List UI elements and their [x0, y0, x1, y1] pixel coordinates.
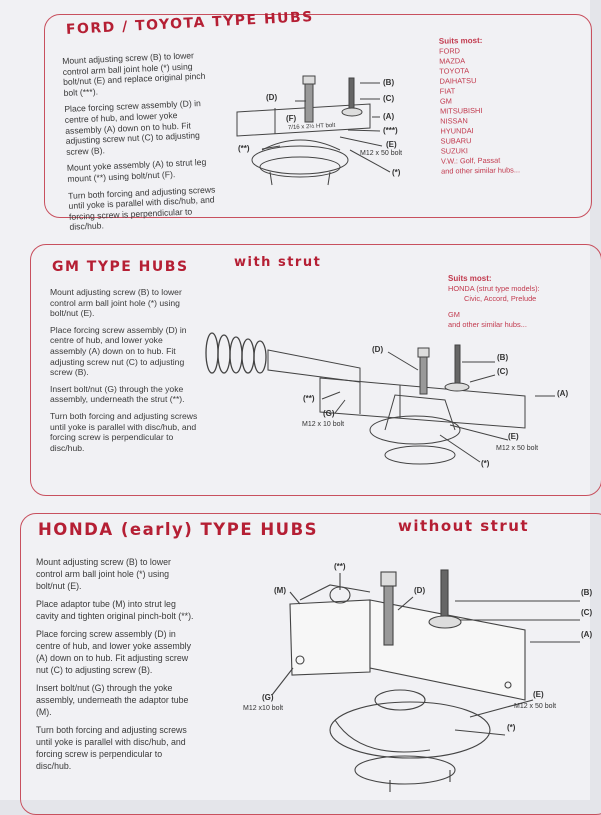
- label-g: (G): [262, 693, 274, 702]
- label-b: (B): [581, 588, 593, 597]
- label-g-bolt: M12 x10 bolt: [243, 705, 284, 712]
- label-star: (*): [481, 459, 490, 468]
- ford-toyota-panel: [44, 14, 592, 218]
- label-star: (*): [392, 168, 401, 177]
- label-c: (C): [497, 367, 509, 376]
- step: Turn both forcing and adjusting screws u…: [67, 183, 216, 233]
- label-d: (D): [414, 586, 426, 595]
- step: Place forcing screw assembly (D) in cent…: [50, 324, 187, 378]
- label-a: (A): [581, 630, 593, 639]
- suits-list: Suits most: HONDA (strut type models): C…: [448, 274, 540, 329]
- step: Place forcing screw assembly (D) in cent…: [36, 629, 192, 675]
- section-subtitle: without strut: [398, 517, 530, 535]
- step: Mount adjusting screw (B) to lower contr…: [36, 557, 171, 591]
- instructions: Mount adjusting screw (B) to lower contr…: [36, 556, 196, 778]
- label-f: (F): [286, 114, 297, 123]
- label-e-bolt: M12 x 50 bolt: [514, 703, 557, 710]
- label-a: (A): [383, 112, 395, 121]
- label-e-bolt: M12 x 50 bolt: [496, 445, 539, 452]
- instructions: Mount adjusting screw (B) to lower contr…: [62, 49, 220, 238]
- label-double-star: (**): [334, 562, 346, 571]
- step: Insert bolt/nut (G) through the yoke ass…: [50, 383, 185, 405]
- step: Mount adjusting screw (B) to lower contr…: [62, 50, 206, 98]
- step: Turn both forcing and adjusting screws u…: [36, 725, 187, 771]
- section-title: HONDA (early) TYPE HUBS: [38, 520, 319, 539]
- section-subtitle: with strut: [234, 255, 322, 270]
- step: Turn both forcing and adjusting screws u…: [50, 410, 198, 453]
- label-a: (A): [557, 389, 569, 398]
- label-b: (B): [383, 78, 395, 87]
- label-e: (E): [386, 140, 397, 149]
- label-m: (M): [274, 586, 286, 595]
- label-d: (D): [266, 93, 278, 102]
- label-e: (E): [533, 690, 544, 699]
- label-c: (C): [383, 94, 395, 103]
- label-b: (B): [497, 353, 509, 362]
- section-title: GM TYPE HUBS: [52, 259, 189, 275]
- step: Mount adjusting screw (B) to lower contr…: [50, 287, 182, 319]
- label-c: (C): [581, 608, 593, 617]
- step: Place adaptor tube (M) into strut leg ca…: [36, 599, 194, 621]
- step: Mount yoke assembly (A) to strut leg mou…: [66, 157, 207, 184]
- instructions: Mount adjusting screw (B) to lower contr…: [50, 287, 200, 459]
- label-e-bolt: M12 x 50 bolt: [360, 150, 403, 157]
- label-triple-star: (***): [383, 126, 398, 135]
- label-g-bolt: M12 x 10 bolt: [302, 421, 345, 428]
- label-star: (*): [507, 723, 516, 732]
- label-double-star: (**): [238, 144, 250, 153]
- label-g: (G): [323, 409, 335, 418]
- label-double-star: (**): [303, 394, 315, 403]
- label-d: (D): [372, 345, 384, 354]
- step: Place forcing screw assembly (D) in cent…: [64, 98, 202, 157]
- gm-panel: [30, 244, 601, 496]
- label-e: (E): [508, 432, 519, 441]
- step: Insert bolt/nut (G) through the yoke ass…: [36, 683, 189, 717]
